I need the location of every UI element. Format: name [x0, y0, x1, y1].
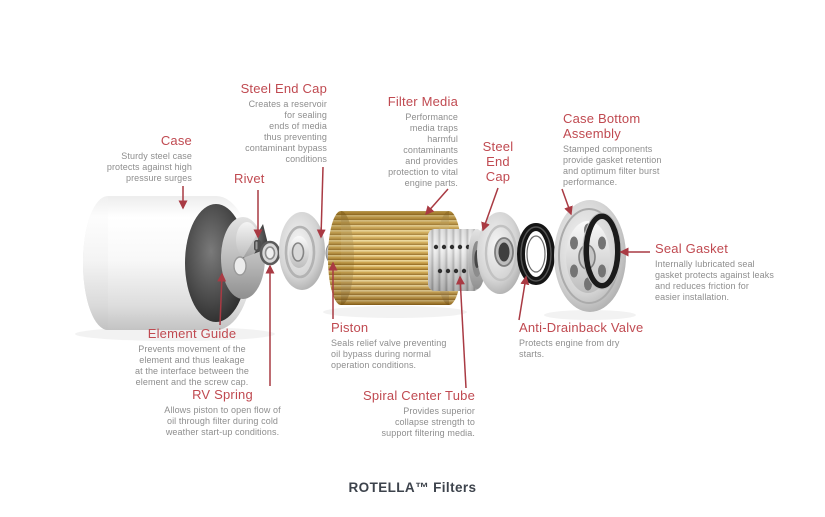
label-rivet-title: Rivet: [234, 171, 265, 186]
label-element-guide-title: Element Guide: [147, 326, 237, 341]
label-anti-drainback-valve-title: Anti-Drainback Valve: [519, 320, 644, 335]
label-steel-end-cap-right-title: Steel End Cap: [482, 139, 514, 184]
label-piston: Piston Seals relief valve preventing oil…: [331, 320, 447, 371]
label-case-bottom-assembly: Case Bottom Assembly Stamped components …: [563, 111, 662, 188]
label-steel-end-cap-right: Steel End Cap: [473, 139, 523, 185]
shadows: [75, 306, 636, 341]
label-case: Case Sturdy steel case protects against …: [106, 133, 192, 184]
pointer-spiral-center-tube: [455, 275, 467, 389]
label-case-bottom-assembly-title: Case Bottom Assembly: [563, 111, 641, 141]
spiral-center-tube-graphic: [428, 229, 486, 291]
label-filter-media: Filter Media Performance media traps har…: [387, 94, 458, 189]
label-case-title: Case: [160, 133, 192, 148]
pointer-anti-drainback-valve: [518, 275, 530, 321]
label-case-bottom-assembly-desc: Stamped components provide gasket retent…: [563, 143, 662, 187]
pointer-filter-media: [425, 188, 449, 216]
pointer-steel-end-cap-right: [481, 187, 499, 232]
label-rv-spring-desc: Allows piston to open flow of oil throug…: [164, 404, 281, 437]
steel-end-cap-right-graphic: [477, 212, 523, 294]
label-spiral-center-tube-desc: Provides superior collapse strength to s…: [381, 405, 475, 438]
label-steel-end-cap-top: Steel End Cap Creates a reservoir for se…: [240, 81, 327, 165]
rv-spring-graphic: [259, 240, 281, 266]
label-piston-desc: Seals relief valve preventing oil bypass…: [331, 337, 447, 370]
pointer-lines: [178, 166, 650, 389]
label-anti-drainback-valve-desc: Protects engine from dry starts.: [519, 337, 620, 359]
label-rv-spring: RV Spring Allows piston to open flow of …: [150, 387, 295, 438]
label-rivet: Rivet: [234, 171, 265, 187]
anti-drainback-valve-graphic: [517, 223, 555, 285]
label-seal-gasket-desc: Internally lubricated seal gasket protec…: [655, 258, 774, 302]
label-rv-spring-title: RV Spring: [192, 387, 253, 402]
label-case-desc: Sturdy steel case protects against high …: [106, 150, 192, 183]
label-spiral-center-tube-title: Spiral Center Tube: [363, 388, 475, 403]
diagram-caption: ROTELLA™ Filters: [348, 480, 477, 495]
label-element-guide-desc: Prevents movement of the element and thu…: [135, 343, 249, 387]
label-steel-end-cap-top-desc: Creates a reservoir for sealing ends of …: [245, 98, 327, 164]
label-seal-gasket-title: Seal Gasket: [655, 241, 729, 256]
label-piston-title: Piston: [331, 320, 369, 335]
label-element-guide: Element Guide Prevents movement of the e…: [112, 326, 272, 388]
label-filter-media-desc: Performance media traps harmful contamin…: [388, 111, 458, 188]
label-anti-drainback-valve: Anti-Drainback Valve Protects engine fro…: [519, 320, 644, 360]
rivet-graphic: [254, 240, 261, 251]
label-filter-media-title: Filter Media: [387, 94, 458, 109]
pointer-steel-end-cap-top: [316, 166, 326, 239]
pointer-case-bottom-assembly: [561, 188, 573, 216]
label-spiral-center-tube: Spiral Center Tube Provides superior col…: [363, 388, 475, 439]
pointer-element-guide: [217, 272, 227, 326]
label-seal-gasket: Seal Gasket Internally lubricated seal g…: [655, 241, 774, 303]
label-steel-end-cap-top-title: Steel End Cap: [240, 81, 327, 96]
steel-end-cap-left-graphic: [279, 212, 325, 290]
